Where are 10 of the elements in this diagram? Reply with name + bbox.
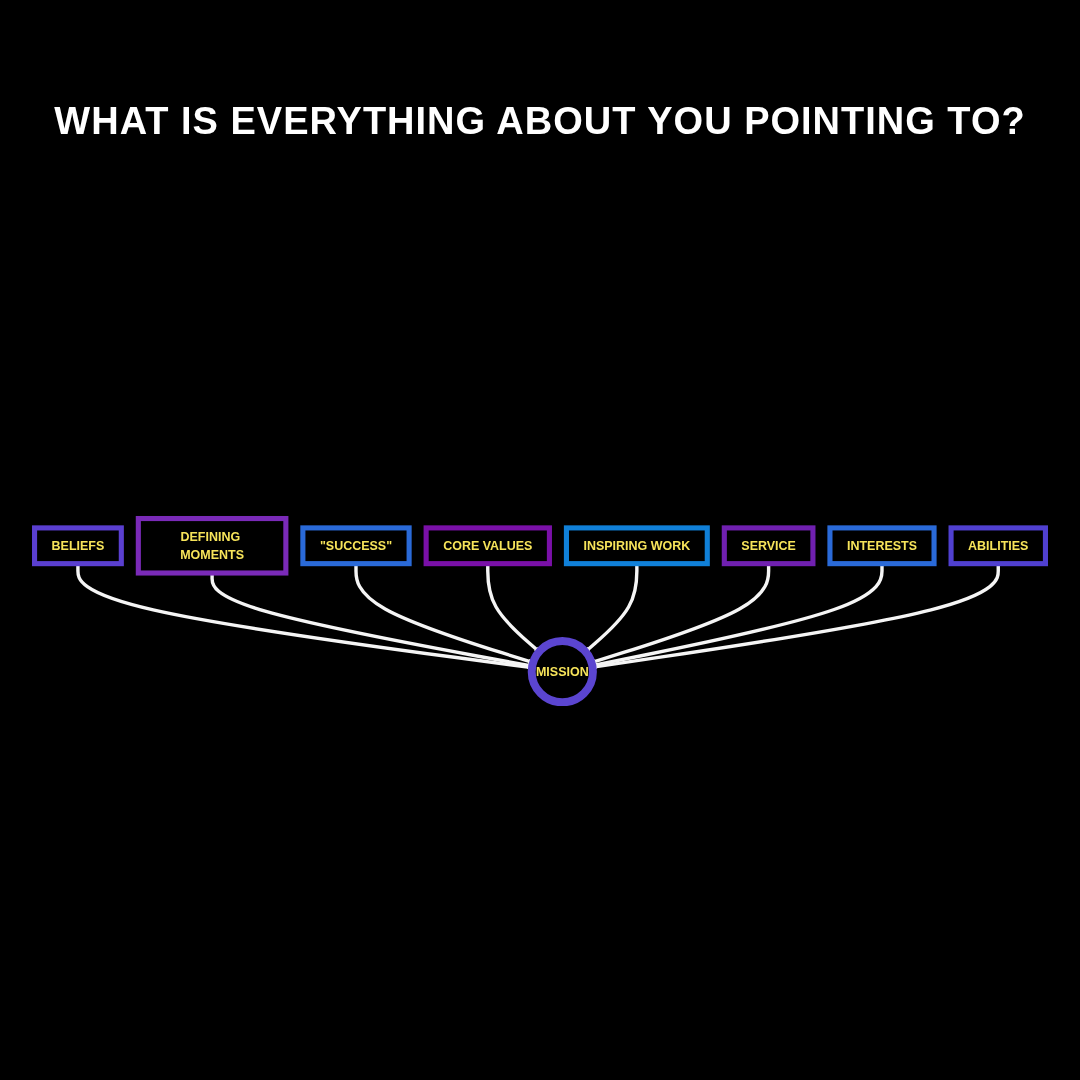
node-box: DEFINING MOMENTS <box>135 515 289 576</box>
node-box: ABILITIES <box>948 524 1048 566</box>
node-box: CORE VALUES <box>423 524 552 566</box>
node-box: BELIEFS <box>32 524 124 566</box>
title: WHAT IS EVERYTHING ABOUT YOU POINTING TO? <box>53 100 1027 143</box>
node-box: INSPIRING WORK <box>563 524 710 566</box>
node-circle: MISSION <box>527 636 597 706</box>
node-box: INTERESTS <box>827 524 937 566</box>
node-box: "SUCCESS" <box>300 524 412 566</box>
node-box: SERVICE <box>721 524 816 566</box>
